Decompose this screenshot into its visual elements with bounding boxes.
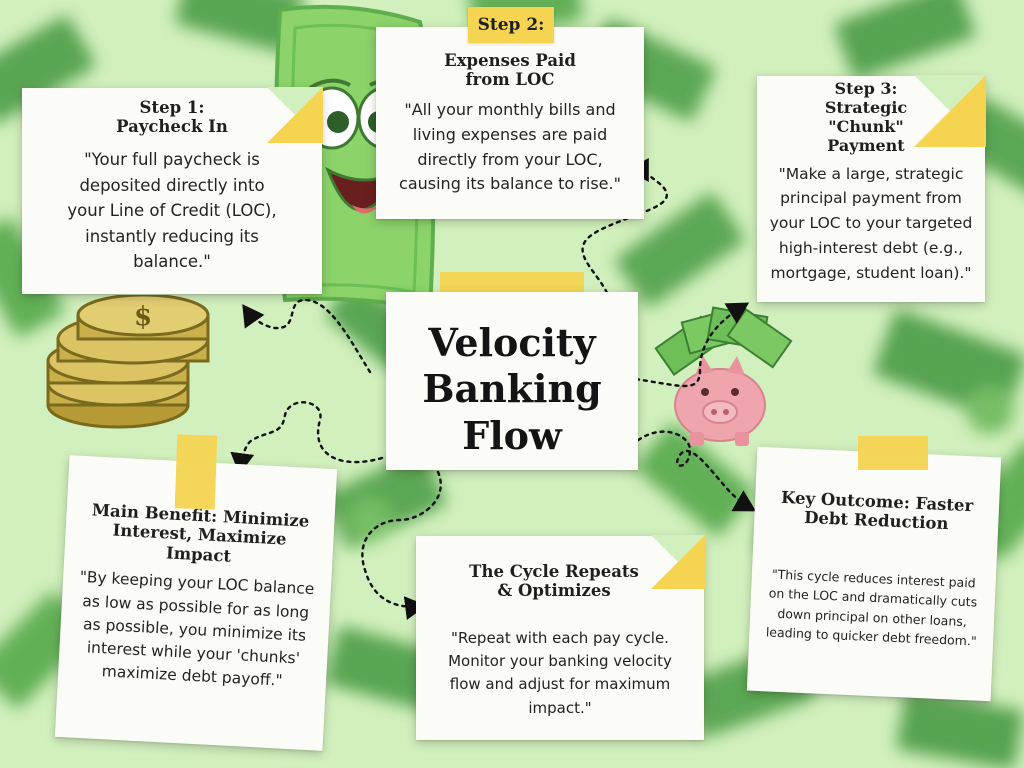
- step2-title-line: from LOC: [465, 70, 555, 90]
- title-card: Velocity Banking Flow: [386, 292, 638, 470]
- cycle-title-line: & Optimizes: [497, 581, 611, 601]
- step3-text-line: high-interest debt (e.g.,: [778, 238, 964, 257]
- page-fold: [267, 87, 323, 143]
- step2-tape-label: Step 2:: [468, 7, 554, 43]
- step1-text-line: your Line of Credit (LOC),: [67, 201, 277, 221]
- step1-text-line: instantly reducing its: [85, 226, 259, 246]
- benefit-title-line: Impact: [165, 543, 232, 566]
- step3-title-line: Payment: [827, 135, 905, 155]
- piggy-bank-icon: [674, 356, 766, 446]
- outcome-tape: [858, 436, 928, 470]
- cycle-title-line: The Cycle Repeats: [469, 562, 639, 581]
- cycle-text-line: Monitor your banking velocity: [448, 652, 672, 671]
- step1-title-line: Step 1:: [139, 98, 205, 117]
- cycle-text-line: flow and adjust for maximum: [449, 675, 671, 694]
- title-line: Velocity: [428, 320, 596, 365]
- title-line: Flow: [462, 412, 562, 458]
- cycle-text-line: "Repeat with each pay cycle.: [451, 628, 669, 647]
- page-fold: [914, 75, 986, 147]
- page-fold: [651, 535, 705, 589]
- step2-title-line: Expenses Paid: [444, 51, 576, 70]
- step2-text-line: directly from your LOC,: [417, 149, 603, 169]
- benefit-tape: [174, 434, 218, 510]
- svg-text:$: $: [134, 302, 152, 332]
- step3-title-line: Strategic: [824, 97, 908, 117]
- step1-text-line: balance.": [133, 252, 211, 272]
- step2-card: Expenses Paid from LOC "All your monthly…: [376, 27, 644, 219]
- benefit-text-line: maximize debt payoff.": [101, 662, 284, 691]
- step3-title-line: "Chunk": [828, 116, 904, 136]
- step3-title-line: Step 3:: [834, 79, 898, 98]
- step1-text-line: "Your full paycheck is: [84, 149, 260, 169]
- step3-text-line: "Make a large, strategic: [778, 164, 964, 183]
- title-line: Banking: [422, 366, 602, 412]
- cycle-card: The Cycle Repeats & Optimizes "Repeat wi…: [416, 535, 705, 740]
- step3-text-line: your LOC to your targeted: [769, 214, 973, 233]
- step3-text-line: mortgage, student loan).": [770, 263, 972, 282]
- step3-text-line: principal payment from: [780, 189, 962, 208]
- outcome-card: Key Outcome: Faster Debt Reduction "This…: [746, 446, 1002, 702]
- step2-text-line: "All your monthly bills and: [404, 99, 616, 119]
- cycle-text-line: impact.": [528, 698, 592, 717]
- step1-card: Step 1: Paycheck In "Your full paycheck …: [22, 87, 323, 294]
- step2-text-line: causing its balance to rise.": [399, 174, 621, 194]
- step2-text-line: living expenses are paid: [412, 124, 608, 144]
- step1-title-line: Paycheck In: [116, 117, 228, 137]
- step3-card: Step 3: Strategic "Chunk" Payment "Make …: [757, 75, 986, 302]
- coin-stack-icon: $: [46, 295, 210, 429]
- step1-text-line: deposited directly into: [79, 175, 265, 195]
